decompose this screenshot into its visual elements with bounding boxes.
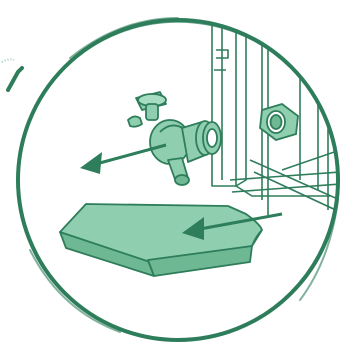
tray-icon [60, 204, 262, 276]
outer-accent-stroke [2, 59, 22, 90]
tap-icon [128, 92, 221, 185]
nut-icon [260, 104, 298, 140]
circle-content [60, 8, 340, 276]
